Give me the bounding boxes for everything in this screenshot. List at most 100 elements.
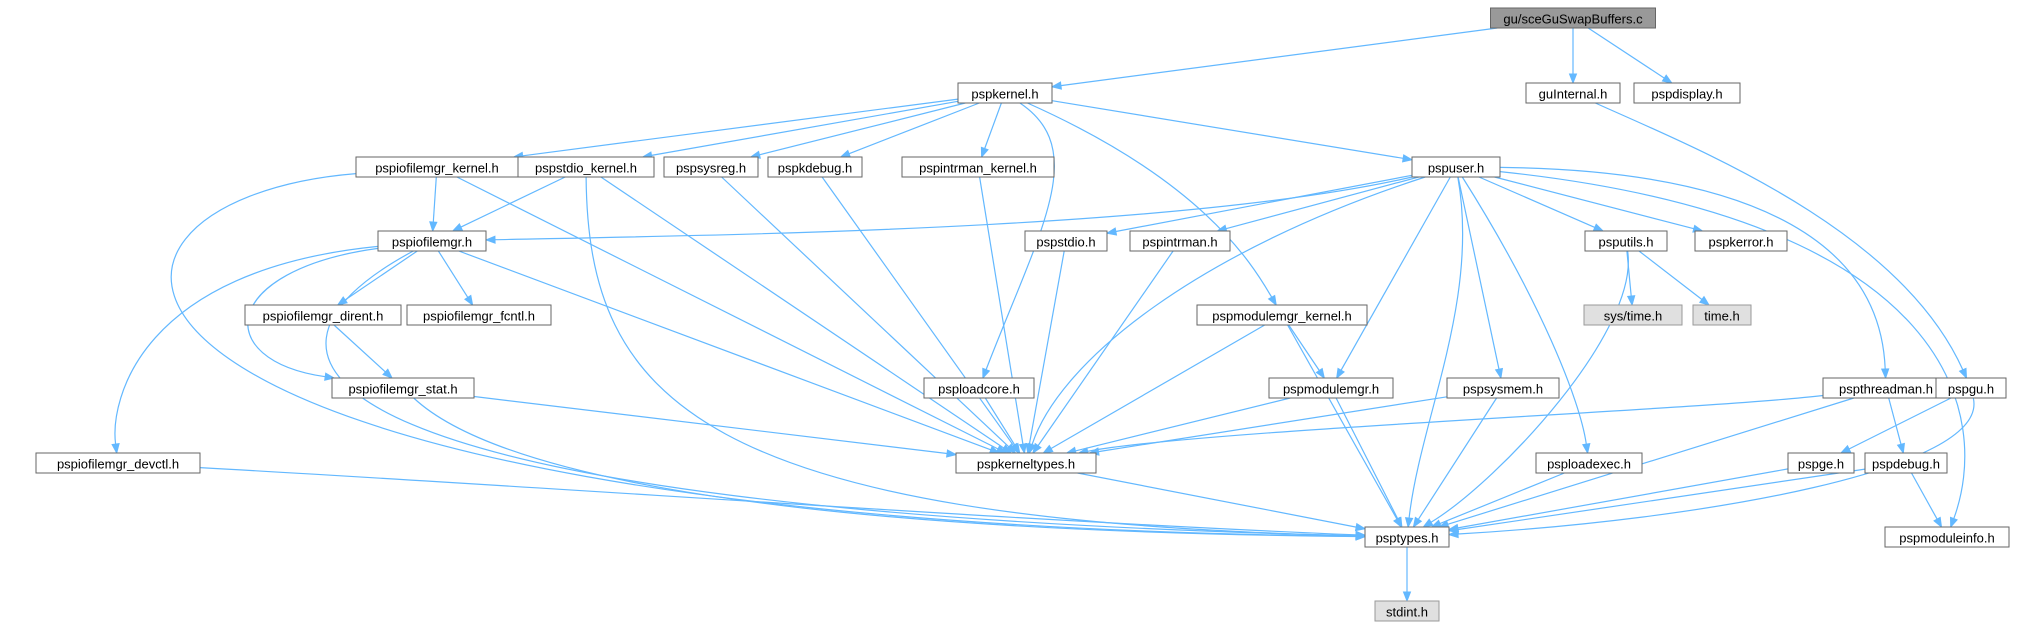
node-box — [767, 156, 863, 178]
node-pspge[interactable]: pspge.h — [1787, 452, 1855, 474]
edge-pspsysmem-to-psptypes — [1417, 397, 1498, 520]
edge-pspiofilemgr-to-pspiofilemgr_fcntl — [437, 250, 469, 298]
node-stdint: stdint.h — [1374, 600, 1440, 622]
node-box — [923, 377, 1035, 399]
arrowhead-icon — [484, 235, 496, 244]
node-pspiofilemgr-stat[interactable]: pspiofilemgr_stat.h — [331, 377, 475, 399]
node-box — [1692, 304, 1752, 326]
edge-pspintrman-to-pspkerneltypes — [1037, 250, 1174, 446]
arrowhead-icon — [1025, 442, 1034, 455]
edge-pspstdio-to-pspkerneltypes — [1028, 250, 1065, 445]
node-pspkerneltypes[interactable]: pspkerneltypes.h — [955, 452, 1097, 474]
node-pspdebug[interactable]: pspdebug.h — [1864, 452, 1948, 474]
node-box — [957, 82, 1053, 104]
node-psputils[interactable]: psputils.h — [1584, 230, 1668, 252]
node-label: stdint.h — [1386, 605, 1428, 620]
arrowhead-icon — [1336, 367, 1345, 380]
arrowhead-icon — [1447, 525, 1459, 534]
node-pspmodulemgr-kernel[interactable]: pspmodulemgr_kernel.h — [1196, 304, 1368, 326]
node-pspstdio[interactable]: pspstdio.h — [1024, 230, 1108, 252]
arrowhead-icon — [1032, 442, 1042, 455]
node-pspiofilemgr-fcntl[interactable]: pspiofilemgr_fcntl.h — [406, 304, 552, 326]
node-box — [1364, 526, 1450, 548]
edge-pspkernel-to-pspkdebug — [848, 102, 980, 155]
edge-pspkerneltypes-to-psptypes — [1077, 472, 1357, 528]
node-box — [1374, 600, 1440, 622]
node-box — [1525, 82, 1621, 104]
edge-pspuser-to-pspmodulemgr — [1340, 176, 1451, 371]
edge-pspkernel-to-pspintrman_kernel — [984, 102, 1002, 149]
edge-pspkernel-to-pspstdio_kernel — [651, 100, 959, 156]
node-pspiofilemgr[interactable]: pspiofilemgr.h — [377, 230, 487, 252]
node-label: pspstdio.h — [1036, 235, 1095, 250]
node-psploadexec[interactable]: psploadexec.h — [1535, 452, 1643, 474]
edge-pspthreadman-to-pspdebug — [1888, 397, 1902, 445]
node-box — [244, 304, 402, 326]
edge-pspintrman_kernel-to-pspkerneltypes — [979, 176, 1024, 445]
node-pspintrman[interactable]: pspintrman.h — [1129, 230, 1231, 252]
node-pspsysreg[interactable]: pspsysreg.h — [663, 156, 759, 178]
arrowhead-icon — [1018, 442, 1028, 455]
node-psploadcore[interactable]: psploadcore.h — [923, 377, 1035, 399]
node-box — [1129, 230, 1231, 252]
node-label: pspmoduleinfo.h — [1899, 531, 1994, 546]
node-label: psputils.h — [1599, 235, 1654, 250]
arrowhead-icon — [1404, 517, 1414, 529]
node-label: psploadexec.h — [1547, 457, 1631, 472]
edge-pspstdio_kernel-to-pspkerneltypes — [600, 176, 1005, 449]
node-pspmoduleinfo[interactable]: pspmoduleinfo.h — [1884, 526, 2010, 548]
node-pspgu[interactable]: pspgu.h — [1935, 377, 2007, 399]
node-label: pspkdebug.h — [778, 161, 852, 176]
node-pspthreadman[interactable]: pspthreadman.h — [1822, 377, 1950, 399]
node-label: pspiofilemgr_devctl.h — [57, 457, 179, 472]
node-label: gu/sceGuSwapBuffers.c — [1503, 12, 1643, 27]
node-box — [1633, 82, 1741, 104]
node-label: pspkerneltypes.h — [977, 457, 1075, 472]
arrowhead-icon — [1412, 516, 1423, 529]
edge-pspkernel-to-pspsysreg — [759, 102, 966, 156]
arrowhead-icon — [1661, 74, 1673, 84]
arrowhead-icon — [839, 149, 852, 158]
node-box — [1583, 304, 1683, 326]
edge-pspiofilemgr-to-pspiofilemgr_devctl — [114, 245, 379, 445]
nodes-layer: gu/sceGuSwapBuffers.c pspkernel.h guIntern… — [35, 7, 2010, 622]
node-pspkdebug[interactable]: pspkdebug.h — [767, 156, 863, 178]
node-label: pspsysmem.h — [1463, 382, 1543, 397]
edge-psputils-to-sys_time — [1626, 250, 1632, 297]
node-pspdisplay[interactable]: pspdisplay.h — [1633, 82, 1741, 104]
node-pspkerror[interactable]: pspkerror.h — [1694, 230, 1788, 252]
node-pspintrman-kernel[interactable]: pspintrman_kernel.h — [901, 156, 1055, 178]
node-box — [1268, 377, 1394, 399]
node-pspsysmem[interactable]: pspsysmem.h — [1446, 377, 1560, 399]
edge-psputils-to-time — [1638, 250, 1703, 300]
arrowhead-icon — [1582, 443, 1591, 455]
arrowhead-icon — [1958, 367, 1968, 380]
edge-pspuser-to-pspintrman — [1225, 176, 1419, 230]
node-pspiofilemgr-devctl[interactable]: pspiofilemgr_devctl.h — [35, 452, 201, 474]
node-box — [663, 156, 759, 178]
edge-pspkernel-to-psploadcore — [985, 102, 1055, 370]
node-psptypes[interactable]: psptypes.h — [1364, 526, 1450, 548]
node-box — [1411, 156, 1501, 178]
edge-pspuser-to-pspkerneltypes — [1031, 176, 1426, 445]
node-root[interactable]: gu/sceGuSwapBuffers.c — [1490, 7, 1656, 29]
node-pspuser[interactable]: pspuser.h — [1411, 156, 1501, 178]
node-box — [1490, 7, 1656, 29]
node-box — [377, 230, 487, 252]
arrowhead-icon — [980, 146, 989, 159]
node-pspiofilemgr-kernel[interactable]: pspiofilemgr_kernel.h — [355, 156, 519, 178]
arrowhead-icon — [1355, 530, 1367, 540]
node-box — [331, 377, 475, 399]
node-guinternal[interactable]: guInternal.h — [1525, 82, 1621, 104]
node-label: pspiofilemgr.h — [392, 235, 472, 250]
arrowhead-icon — [1402, 591, 1412, 603]
arrowhead-icon — [1568, 73, 1578, 85]
edge-pspuser-to-pspiofilemgr — [494, 176, 1413, 241]
node-time: time.h — [1692, 304, 1752, 326]
node-sys-time: sys/time.h — [1583, 304, 1683, 326]
node-pspmodulemgr[interactable]: pspmodulemgr.h — [1268, 377, 1394, 399]
node-pspiofilemgr-dirent[interactable]: pspiofilemgr_dirent.h — [244, 304, 402, 326]
node-pspstdio-kernel[interactable]: pspstdio_kernel.h — [517, 156, 655, 178]
node-box — [1446, 377, 1560, 399]
node-pspkernel[interactable]: pspkernel.h — [957, 82, 1053, 104]
